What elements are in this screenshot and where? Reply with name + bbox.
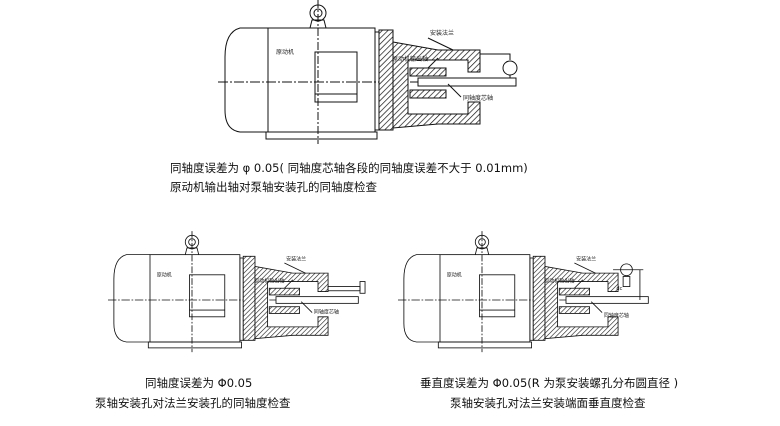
- dial-indicator: [502, 60, 518, 76]
- output-shaft-bushing-top: [409, 67, 447, 77]
- mounting-flange: [242, 255, 256, 341]
- indicator-arm: [327, 286, 361, 292]
- caption-1-line-2: 原动机输出轴对泵轴安装孔的同轴度检查: [170, 180, 377, 194]
- motor-end-cap: [113, 254, 150, 343]
- label-flange: 安装法兰: [430, 29, 454, 37]
- mandrel-shaft: [275, 296, 359, 304]
- label-motor: 原动机: [276, 48, 294, 56]
- label-output-shaft: 原动机输出轴: [254, 277, 284, 284]
- label-mandrel: 同轴度芯轴: [604, 312, 629, 319]
- caption-1-line-1: 同轴度误差为 φ 0.05( 同轴度芯轴各段的同轴度误差不大于 0.01mm): [170, 161, 528, 175]
- leader-output-shaft: [427, 57, 439, 69]
- flange-gasket: [239, 257, 244, 341]
- leader-mandrel: [590, 301, 603, 313]
- label-motor: 原动机: [157, 271, 172, 278]
- motor-feet: [265, 131, 378, 140]
- output-shaft-bushing-bottom: [558, 306, 590, 314]
- mandrel-shaft: [417, 77, 517, 87]
- leader-flange: [284, 262, 306, 274]
- flange-gasket: [374, 31, 380, 131]
- mounting-flange: [532, 255, 546, 341]
- label-mandrel: 同轴度芯轴: [463, 94, 493, 102]
- caption-2-line-1: 同轴度误差为 Φ0.05: [145, 376, 253, 390]
- output-shaft-bushing-bottom: [268, 306, 300, 314]
- motor-body: [149, 254, 241, 343]
- figure-coaxiality-flange-bore: 原动机 安装法兰 原动机输出轴 同轴度芯轴: [107, 231, 366, 353]
- motor-end-cap: [403, 254, 440, 343]
- figure-perpendicularity: 原动机 安装法兰 原动机输出轴 同轴度芯轴 dc: [397, 231, 651, 353]
- output-shaft-bushing-top: [558, 287, 590, 296]
- motor-end-cap: [224, 27, 268, 133]
- caption-3-line-2: 泵轴安装孔对法兰安装端面垂直度检查: [450, 396, 646, 410]
- label-motor: 原动机: [447, 271, 462, 278]
- leader-flange: [427, 37, 454, 51]
- motor-feet: [437, 341, 532, 349]
- terminal-box: [314, 51, 358, 103]
- caption-3-line-1: 垂直度误差为 Φ0.05(R 为泵安装螺孔分布圆直径 ): [420, 376, 679, 390]
- label-flange: 安装法兰: [576, 256, 596, 263]
- motor-body: [267, 27, 376, 133]
- label-mandrel: 同轴度芯轴: [314, 308, 339, 315]
- output-shaft-bushing-bottom: [409, 89, 447, 99]
- leader-output-shaft: [574, 279, 584, 289]
- flange-gasket: [529, 257, 534, 341]
- leader-output-shaft: [284, 279, 294, 289]
- motor-body: [439, 254, 531, 343]
- label-dim: dc: [616, 286, 622, 292]
- terminal-box: [479, 274, 516, 318]
- indicator-stand: [622, 276, 631, 287]
- figure-coaxiality-output-shaft: 原动机 安装法兰 原动机输出轴 同轴度芯轴: [218, 0, 518, 144]
- label-output-shaft: 原动机输出轴: [544, 277, 574, 284]
- leader-mandrel: [300, 301, 313, 313]
- indicator-tip: [359, 281, 366, 294]
- leader-mandrel: [447, 83, 462, 98]
- indicator-arm: [480, 53, 511, 60]
- mandrel-shaft: [565, 296, 649, 304]
- label-flange: 安装法兰: [286, 256, 306, 263]
- leader-flange: [574, 262, 596, 274]
- motor-feet: [147, 341, 242, 349]
- label-output-shaft: 原动机输出轴: [392, 55, 428, 63]
- caption-2-line-2: 泵轴安装孔对法兰安装孔的同轴度检查: [95, 396, 291, 410]
- mounting-flange: [378, 29, 394, 131]
- output-shaft-bushing-top: [268, 287, 300, 296]
- terminal-box: [189, 274, 226, 318]
